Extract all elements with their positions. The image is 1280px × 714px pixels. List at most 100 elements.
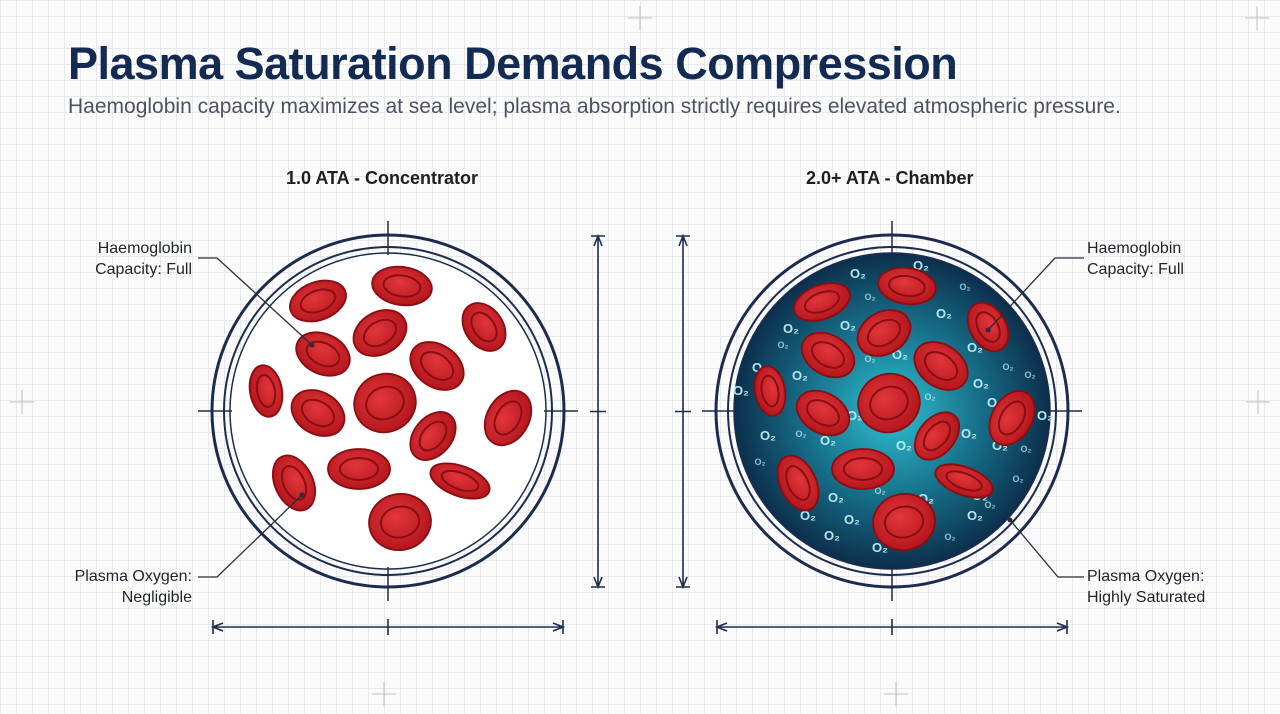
red-blood-cell — [353, 372, 417, 434]
crosshair-mark — [10, 390, 34, 414]
cell-dimple — [997, 400, 1027, 436]
cell-dimple — [803, 290, 841, 314]
cell-body — [327, 448, 391, 490]
cell-dimple — [255, 374, 277, 408]
cell-dimple — [280, 465, 308, 501]
cell-body — [353, 372, 417, 434]
cell-body — [872, 493, 936, 551]
o2-molecule: O₂ — [796, 429, 807, 439]
cell-dimple — [975, 311, 1001, 343]
o2-molecule: O₂ — [844, 512, 860, 527]
o2-molecule: O₂ — [945, 532, 956, 542]
cell-dimple — [493, 400, 523, 436]
red-blood-cell — [934, 463, 994, 499]
o2-molecule: O₂ — [778, 340, 789, 350]
red-blood-cell — [857, 372, 921, 434]
red-blood-cell — [872, 493, 936, 551]
cell-dimple — [440, 469, 480, 493]
callout-leader — [198, 257, 313, 346]
label-plasma-right: Plasma Oxygen:Highly Saturated — [1087, 568, 1206, 606]
red-blood-cell — [988, 390, 1036, 446]
cell-dimple — [866, 318, 902, 348]
o2-molecule: O₂ — [792, 368, 808, 383]
red-blood-cell — [776, 454, 820, 512]
red-blood-cell — [271, 454, 317, 512]
dimension-arrowheads — [714, 622, 1070, 632]
callout-dot — [985, 327, 991, 333]
cell-dimple — [945, 470, 983, 492]
o2-molecule: O₂ — [865, 292, 876, 302]
panel-heading-concentrator: 1.0 ATA - Concentrator — [286, 168, 479, 188]
cell-dimple — [362, 318, 398, 348]
horizontal-dimension-line — [716, 619, 1068, 635]
callout-leader — [987, 257, 1084, 331]
crosshair-mark — [884, 682, 908, 706]
red-blood-cell — [290, 389, 346, 437]
page-subtitle: Haemoglobin capacity maximizes at sea le… — [68, 95, 1121, 118]
o2-molecule: O₂ — [1013, 474, 1024, 484]
cell-dimple — [299, 288, 337, 314]
o2-molecule: O₂ — [967, 508, 983, 523]
o2-molecule: O₂ — [925, 392, 936, 402]
cell-body — [857, 372, 921, 434]
callout-leader — [1009, 519, 1084, 578]
cell-dimple — [338, 457, 380, 481]
dimension-arrowheads — [210, 622, 566, 632]
cell-dimple — [418, 420, 448, 452]
o2-molecule: O₂ — [820, 433, 836, 448]
o2-molecule: O₂ — [733, 383, 749, 398]
crosshair-mark — [1246, 390, 1270, 414]
o2-molecule: O₂ — [1037, 408, 1053, 423]
label-plasma-left: Plasma Oxygen:Negligible — [74, 568, 192, 606]
red-blood-cell — [877, 266, 937, 306]
o2-molecule: O₂ — [1003, 362, 1014, 372]
callout-dot — [299, 492, 305, 498]
cell-dimple — [888, 274, 926, 298]
red-blood-cell — [352, 309, 408, 357]
cell-dimple — [869, 385, 909, 421]
cell-dimple — [923, 351, 959, 381]
callout-dot — [309, 342, 315, 348]
red-blood-cell — [966, 301, 1010, 353]
vertical-dimension-line — [590, 235, 606, 588]
red-blood-cell — [327, 448, 391, 490]
red-blood-cell — [248, 364, 284, 418]
red-blood-cell — [371, 265, 433, 307]
o2-molecule: O₂ — [760, 428, 776, 443]
red-blood-cell — [429, 462, 491, 500]
cell-dimple — [810, 341, 846, 369]
cell-dimple — [419, 351, 455, 381]
o2-molecule: O₂ — [896, 438, 912, 453]
o2-molecule: O₂ — [985, 500, 996, 510]
page-title: Plasma Saturation Demands Compression — [68, 38, 958, 89]
red-blood-cell — [856, 309, 912, 357]
vertical-dimension-line — [675, 235, 691, 588]
cell-dimple — [300, 398, 336, 428]
cell-dimple — [379, 505, 421, 539]
cell-dimple — [305, 340, 341, 368]
cell-dimple — [922, 420, 952, 452]
callout-leader — [198, 494, 303, 578]
red-blood-cell — [289, 279, 347, 323]
cell-dimple — [805, 399, 841, 427]
cell-body — [371, 265, 433, 307]
o2-molecule: O₂ — [783, 321, 799, 336]
red-blood-cell — [913, 411, 961, 461]
center-ticks — [702, 221, 1082, 601]
o2-molecule: O₂ — [1021, 444, 1032, 454]
red-blood-cell — [793, 282, 851, 322]
red-blood-cell — [409, 411, 457, 461]
crosshair-mark — [1245, 6, 1269, 30]
cell-dimple — [365, 385, 405, 421]
o2-molecule: O₂ — [828, 490, 844, 505]
cell-body — [753, 365, 787, 417]
o2-molecule: O₂ — [875, 486, 886, 496]
red-blood-cell — [831, 448, 895, 490]
red-blood-cell — [800, 331, 856, 379]
dimension-arrowheads — [678, 233, 688, 590]
red-blood-cell — [483, 389, 533, 447]
red-blood-cell — [795, 389, 851, 437]
red-blood-cell — [368, 493, 432, 551]
red-blood-cell — [913, 341, 969, 391]
cell-dimple — [760, 374, 780, 408]
